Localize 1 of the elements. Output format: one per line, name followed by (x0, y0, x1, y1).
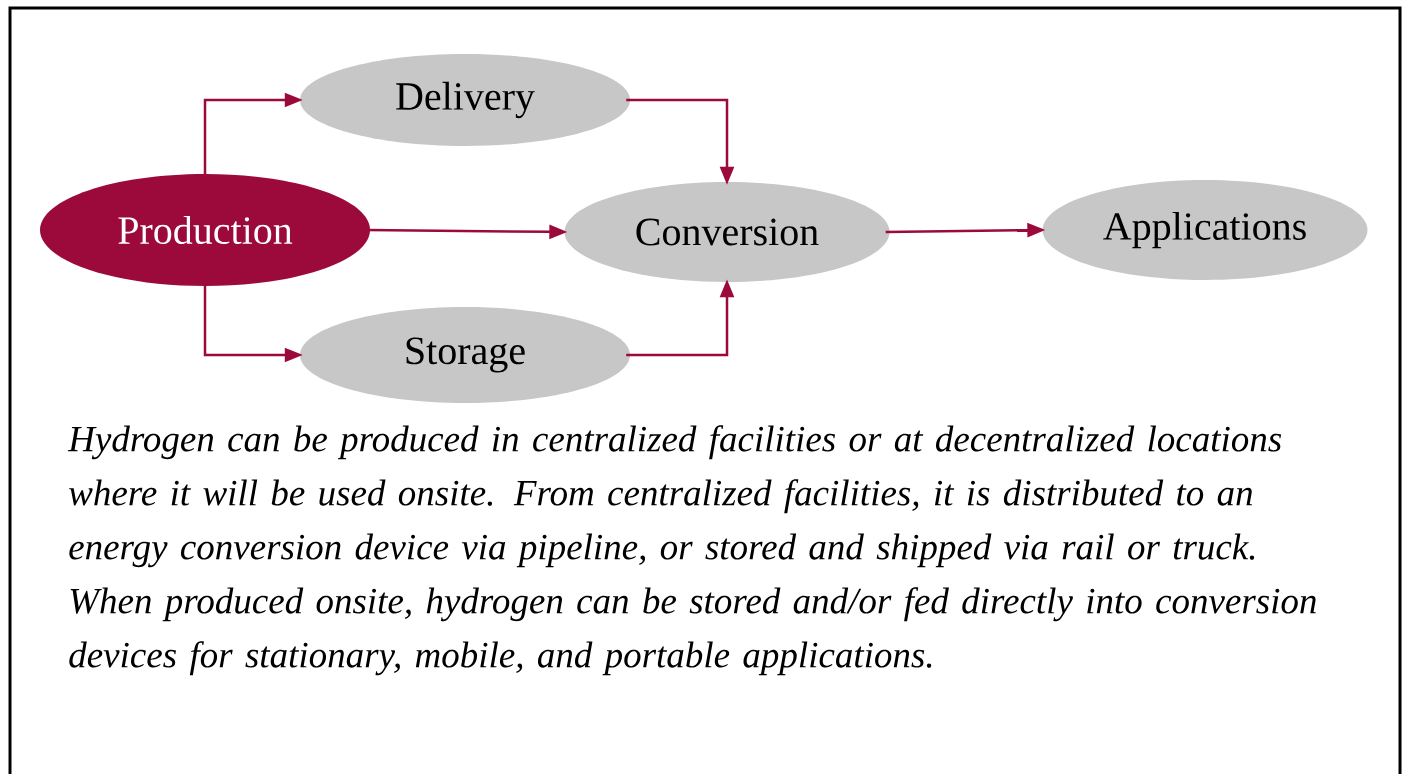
caption: Hydrogen can be produced in centralized facilities or at decentralized locations where it will be used onsite. From centralized facilities, it is distributed to an energy conversion device via pipeline, or stored and shipped via rail or truck. When produced onsite, hydrogen can be stored and/or fed directly into conversion devices for stationary, mobile, and portable applications. (67, 425, 1316, 676)
